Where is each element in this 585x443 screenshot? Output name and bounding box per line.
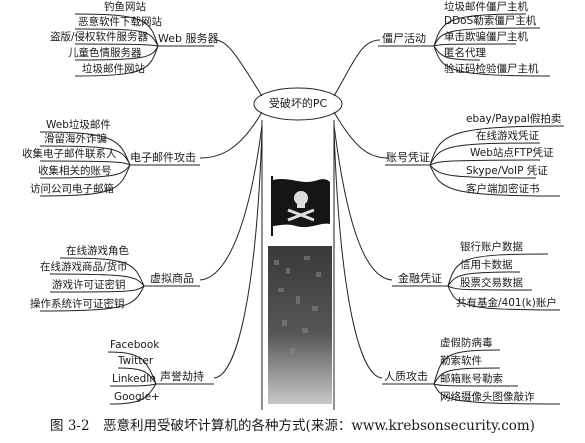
- leaf-item: 滑留海外诈骗: [44, 133, 107, 145]
- leaf-item: 在线游戏凭证: [476, 130, 539, 142]
- leaf-item: 信用卡数据: [460, 259, 513, 271]
- branch-web-server: Web 服务器: [158, 32, 219, 45]
- leaf-item: LinkedIn: [112, 373, 157, 385]
- leaf-item: 儿童色情服务器: [68, 47, 142, 59]
- branch-hostage-attack: 人质攻击: [384, 370, 428, 383]
- leaf-item: Web垃圾邮件: [46, 119, 111, 131]
- leaf-item: Skype/VoIP 凭证: [466, 165, 548, 177]
- leaf-item: 虚假防病毒: [440, 337, 493, 349]
- branch-email-attack: 电子邮件攻击: [130, 151, 196, 164]
- center-node-label: 受破坏的PC: [268, 97, 328, 110]
- leaf-item: Twitter: [118, 355, 154, 367]
- leaf-item: 邮箱账号勒索: [440, 373, 503, 385]
- leaf-item: 收集电子邮件联系人: [22, 148, 117, 160]
- leaf-item: 验证码检验僵尸主机: [444, 63, 539, 75]
- pirate-flag-illustration: [268, 176, 332, 404]
- leaf-item: 在线游戏角色: [66, 245, 129, 257]
- leaf-item: 在线游戏商品/货币: [40, 261, 128, 273]
- leaf-item: Google+: [114, 391, 160, 403]
- leaf-item: 钓鱼网站: [104, 1, 146, 13]
- leaf-item: 盗版/侵权软件服务器: [50, 31, 149, 43]
- branch-financial-credentials: 金融凭证: [398, 272, 442, 285]
- leaf-item: 访问公司电子邮箱: [30, 183, 114, 195]
- leaf-item: Facebook: [110, 339, 160, 351]
- leaf-item: 网络摄像头图像敲诈: [440, 391, 535, 403]
- leaf-item: 股票交易数据: [460, 277, 523, 289]
- leaf-item: 单击欺骗僵尸主机: [444, 31, 528, 43]
- leaf-item: ebay/Paypal假拍卖: [466, 113, 562, 125]
- leaf-item: 银行账户数据: [460, 241, 523, 253]
- leaf-item: 匿名代理: [444, 47, 486, 59]
- branch-zombie-activity: 僵尸活动: [382, 32, 426, 45]
- leaf-item: 垃圾邮件僵尸主机: [444, 1, 528, 13]
- figure-caption: 图 3-2 恶意利用受破坏计算机的各种方式(来源：www.krebsonsecu…: [50, 418, 535, 434]
- leaf-item: 共有基金/401(k)账户: [456, 297, 557, 309]
- leaf-item: 垃圾邮件网站: [82, 63, 145, 75]
- leaf-item: 收集相关的账号: [38, 165, 112, 177]
- leaf-item: 客户端加密证书: [466, 183, 540, 195]
- leaf-item: 勒索软件: [440, 355, 482, 367]
- branch-virtual-goods: 虚拟商品: [150, 272, 194, 285]
- leaf-item: Web站点FTP凭证: [470, 147, 554, 159]
- leaf-item: 恶意软件下载网站: [78, 16, 162, 28]
- branch-reputation-hijack: 声誉劫持: [160, 370, 204, 383]
- leaf-item: DDoS勒索僵尸主机: [444, 15, 537, 27]
- leaf-item: 游戏许可证密钥: [52, 279, 126, 291]
- leaf-item: 操作系统许可证密钥: [30, 298, 125, 310]
- branch-account-credentials: 账号凭证: [386, 151, 430, 164]
